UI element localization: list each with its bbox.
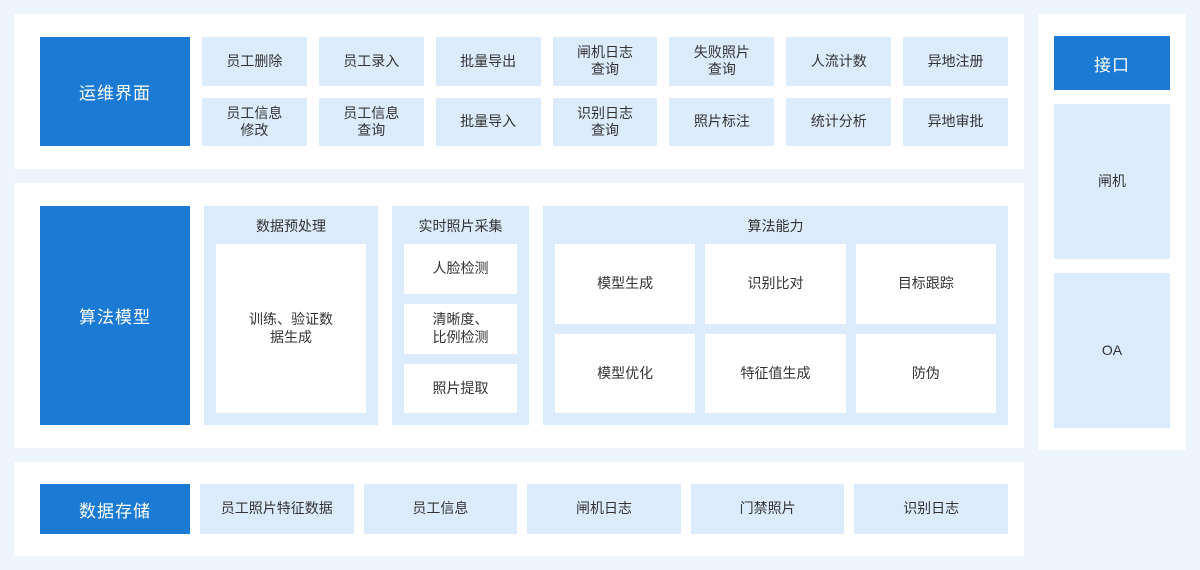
group-title-data-preprocessing: 数据预处理	[256, 218, 326, 235]
capture-tile-clarity-ratio-detection[interactable]: 清晰度、 比例检测	[404, 304, 517, 354]
section-label-operations-ui: 运维界面	[40, 37, 190, 147]
preprocess-tile-training-validation-data[interactable]: 训练、验证数 据生成	[216, 244, 366, 414]
section-label-interface: 接口	[1054, 36, 1170, 90]
ops-tile-statistical-analysis[interactable]: 统计分析	[786, 97, 892, 147]
group-title-algorithm-capability: 算法能力	[747, 218, 804, 235]
interface-tile-gate[interactable]: 闸机	[1054, 104, 1170, 259]
capability-tile-recognition-comparison[interactable]: 识别比对	[705, 244, 846, 324]
ops-tile-people-flow-count[interactable]: 人流计数	[786, 37, 892, 86]
ops-tile-employee-info-modify[interactable]: 员工信息 修改	[202, 97, 307, 147]
ops-tile-employee-delete[interactable]: 员工删除	[202, 37, 307, 86]
operations-tile-grid: 员工删除 员工录入 批量导出 闸机日志 查询 失败照片 查询 人流计数 异地注册…	[202, 37, 1008, 147]
group-title-realtime-photo-capture: 实时照片采集	[418, 218, 503, 235]
capability-tile-grid: 模型生成 识别比对 目标跟踪 模型优化 特征值生成 防伪	[555, 244, 996, 414]
storage-tile-recognition-log[interactable]: 识别日志	[854, 484, 1008, 534]
ops-tile-recognition-log-query[interactable]: 识别日志 查询	[552, 97, 658, 147]
storage-tile-gate-log[interactable]: 闸机日志	[527, 484, 681, 534]
ops-tile-remote-registration[interactable]: 异地注册	[903, 37, 1008, 86]
section-interface: 接口 闸机 OA	[1038, 14, 1186, 450]
ops-tile-remote-approval[interactable]: 异地审批	[903, 97, 1008, 147]
group-body-realtime-photo-capture: 人脸检测 清晰度、 比例检测 照片提取	[404, 244, 517, 414]
section-algorithm-model: 算法模型 数据预处理 训练、验证数 据生成 实时照片采集 人脸检测 清晰度、 比…	[14, 183, 1024, 449]
capture-tile-face-detection[interactable]: 人脸检测	[404, 244, 517, 295]
storage-tile-employee-info[interactable]: 员工信息	[363, 484, 518, 534]
ops-tile-batch-export[interactable]: 批量导出	[435, 37, 541, 86]
group-realtime-photo-capture: 实时照片采集 人脸检测 清晰度、 比例检测 照片提取	[392, 206, 529, 426]
capability-tile-model-generation[interactable]: 模型生成	[555, 244, 696, 324]
ops-tile-photo-annotation[interactable]: 照片标注	[669, 97, 775, 147]
storage-tile-employee-photo-features[interactable]: 员工照片特征数据	[200, 484, 354, 534]
section-label-algorithm-model: 算法模型	[40, 206, 190, 426]
capability-tile-target-tracking[interactable]: 目标跟踪	[855, 244, 996, 324]
capture-tile-photo-extraction[interactable]: 照片提取	[404, 363, 517, 414]
section-label-data-storage: 数据存储	[40, 484, 190, 534]
section-operations-ui: 运维界面 员工删除 员工录入 批量导出 闸机日志 查询 失败照片 查询 人流计数…	[14, 14, 1024, 170]
storage-tile-access-control-photo[interactable]: 门禁照片	[690, 484, 845, 534]
main-column: 运维界面 员工删除 员工录入 批量导出 闸机日志 查询 失败照片 查询 人流计数…	[14, 14, 1024, 556]
group-data-preprocessing: 数据预处理 训练、验证数 据生成	[204, 206, 378, 426]
ops-tile-employee-entry[interactable]: 员工录入	[318, 37, 424, 86]
ops-tile-batch-import[interactable]: 批量导入	[435, 97, 541, 147]
capability-tile-model-optimization[interactable]: 模型优化	[555, 333, 696, 414]
group-algorithm-capability: 算法能力 模型生成 识别比对 目标跟踪 模型优化 特征值生成 防伪	[543, 206, 1008, 426]
section-data-storage: 数据存储 员工照片特征数据 员工信息 闸机日志 门禁照片 识别日志	[14, 462, 1024, 556]
ops-tile-employee-info-query[interactable]: 员工信息 查询	[318, 97, 424, 147]
group-body-data-preprocessing: 训练、验证数 据生成	[216, 244, 366, 414]
ops-tile-gate-log-query[interactable]: 闸机日志 查询	[552, 37, 658, 86]
storage-tile-grid: 员工照片特征数据 员工信息 闸机日志 门禁照片 识别日志	[200, 484, 1008, 534]
ops-tile-failed-photo-query[interactable]: 失败照片 查询	[669, 37, 775, 86]
interface-tile-oa[interactable]: OA	[1054, 273, 1170, 428]
capability-tile-anti-spoofing[interactable]: 防伪	[855, 333, 996, 414]
capability-tile-feature-value-generation[interactable]: 特征值生成	[705, 333, 846, 414]
